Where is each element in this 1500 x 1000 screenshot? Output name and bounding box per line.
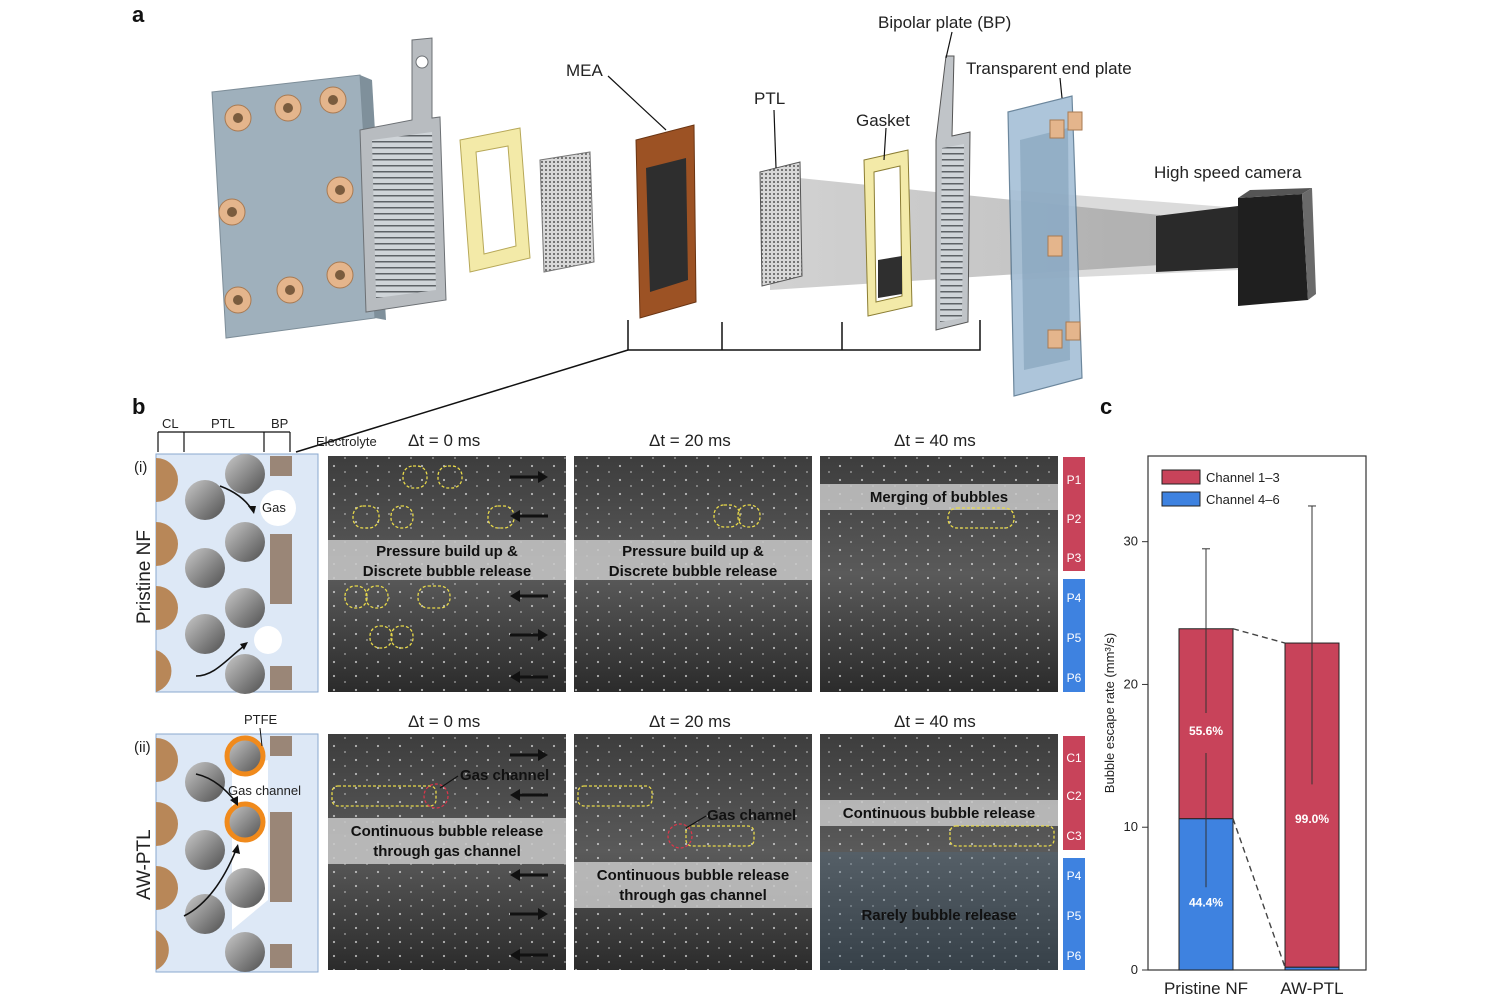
label-high-speed-camera: High speed camera xyxy=(1154,163,1302,182)
row-ii-index: (ii) xyxy=(134,739,151,756)
caption-ii-40-top: Continuous bubble release xyxy=(843,805,1036,822)
left-mesh xyxy=(539,151,595,273)
channel-label-c1: C1 xyxy=(1066,751,1082,765)
time-label-i-40: Δt = 40 ms xyxy=(894,431,976,450)
caption-i-0-line1: Pressure build up & xyxy=(376,543,518,560)
time-label-ii-40: Δt = 40 ms xyxy=(894,712,976,731)
ptl xyxy=(759,161,803,287)
mea-connector-bracket xyxy=(295,320,981,453)
label-ptfe: PTFE xyxy=(244,712,278,727)
time-label-i-0: Δt = 0 ms xyxy=(408,431,480,450)
channel-label-p2: P2 xyxy=(1067,512,1082,526)
label-gas: Gas xyxy=(262,500,286,515)
legend-label-channel-1-3: Channel 1–3 xyxy=(1206,470,1280,485)
channel-label-p3: P3 xyxy=(1067,551,1082,565)
transparent-end-plate xyxy=(1007,95,1083,397)
bar-percent-label: 99.0% xyxy=(1295,812,1329,826)
gas-channel-leaders xyxy=(439,775,707,829)
channel-strip-ii xyxy=(1063,736,1085,970)
caption-ii-0-line2: through gas channel xyxy=(373,843,521,860)
channel-label-p1: P1 xyxy=(1067,473,1082,487)
channel-label-c2: C2 xyxy=(1066,789,1082,803)
channel-label-ii-p6: P6 xyxy=(1067,949,1082,963)
schematic-pristine-nf xyxy=(155,453,319,694)
caption-ii-0-line1: Continuous bubble release xyxy=(351,823,544,840)
time-label-ii-0: Δt = 0 ms xyxy=(408,712,480,731)
y-tick-label: 20 xyxy=(1124,676,1138,691)
caption-ii-20-line1: Continuous bubble release xyxy=(597,867,790,884)
flow-arrows xyxy=(510,471,548,961)
bar-percent-label: 55.6% xyxy=(1189,724,1223,738)
y-tick-label: 0 xyxy=(1131,962,1138,977)
label-electrolyte: Electrolyte xyxy=(316,434,377,449)
connector-total xyxy=(1232,628,1286,644)
channel-strip-i xyxy=(1063,457,1085,692)
caption-ii-0-gas-channel: Gas channel xyxy=(460,767,549,784)
y-axis-label: Bubble escape rate (mm³/s) xyxy=(1102,633,1117,793)
row-i-index: (i) xyxy=(134,459,147,476)
legend-swatch-channel-1-3 xyxy=(1161,469,1201,485)
label-bp: BP xyxy=(271,416,288,431)
panel-label-b: b xyxy=(132,394,145,419)
schematic-aw-ptl xyxy=(155,727,319,973)
channel-label-ii-p5: P5 xyxy=(1067,909,1082,923)
y-tick-label: 10 xyxy=(1124,819,1138,834)
channel-label-ii-p4: P4 xyxy=(1067,869,1082,883)
channel-label-p6: P6 xyxy=(1067,671,1082,685)
right-bipolar-plate xyxy=(935,55,971,331)
caption-i-40: Merging of bubbles xyxy=(870,489,1008,506)
caption-i-20-line1: Pressure build up & xyxy=(622,543,764,560)
left-bipolar-plate xyxy=(359,37,447,313)
row-i-title: Pristine NF xyxy=(134,530,155,624)
left-gasket xyxy=(459,127,531,273)
caption-i-20-line2: Discrete bubble release xyxy=(609,563,777,580)
mea xyxy=(635,124,697,319)
panel-label-c: c xyxy=(1100,394,1112,419)
caption-i-0-line2: Discrete bubble release xyxy=(363,563,531,580)
label-gasket: Gasket xyxy=(856,111,910,130)
label-transparent-end-plate: Transparent end plate xyxy=(966,59,1132,78)
time-label-i-20: Δt = 20 ms xyxy=(649,431,731,450)
caption-ii-40-bottom: Rarely bubble release xyxy=(861,907,1016,924)
channel-label-p4: P4 xyxy=(1067,591,1082,605)
time-label-ii-20: Δt = 20 ms xyxy=(649,712,731,731)
plot-frame xyxy=(1147,455,1367,971)
micrograph-frames xyxy=(328,456,1058,970)
label-ptl: PTL xyxy=(754,89,785,108)
x-tick-label: Pristine NF xyxy=(1164,979,1248,998)
row-ii-title: AW-PTL xyxy=(134,829,155,900)
label-ptl-header: PTL xyxy=(211,416,235,431)
left-end-plate xyxy=(211,74,386,339)
gas-channel-markers xyxy=(423,783,693,849)
legend-swatch-channel-4-6 xyxy=(1161,491,1201,507)
panel-a-leader-lines xyxy=(607,31,1063,169)
bar-percent-label: 44.4% xyxy=(1189,896,1223,910)
y-tick-label: 30 xyxy=(1124,534,1138,549)
connector-lower xyxy=(1232,818,1286,968)
high-speed-camera-icon xyxy=(1156,188,1316,306)
label-mea: MEA xyxy=(566,61,604,80)
channel-label-c3: C3 xyxy=(1066,829,1082,843)
label-cl: CL xyxy=(162,416,179,431)
bubble-outlines xyxy=(331,465,1055,847)
panel-label-a: a xyxy=(132,2,145,27)
caption-ii-20-gas-channel: Gas channel xyxy=(707,807,796,824)
label-bipolar-plate: Bipolar plate (BP) xyxy=(878,13,1011,32)
label-schematic-gas-channel: Gas channel xyxy=(228,783,301,798)
channel-label-p5: P5 xyxy=(1067,631,1082,645)
caption-ii-20-line2: through gas channel xyxy=(619,887,767,904)
schematic-header-bracket xyxy=(157,431,291,452)
right-gasket xyxy=(863,149,913,317)
x-tick-label: AW-PTL xyxy=(1280,979,1343,998)
legend-label-channel-4-6: Channel 4–6 xyxy=(1206,492,1280,507)
